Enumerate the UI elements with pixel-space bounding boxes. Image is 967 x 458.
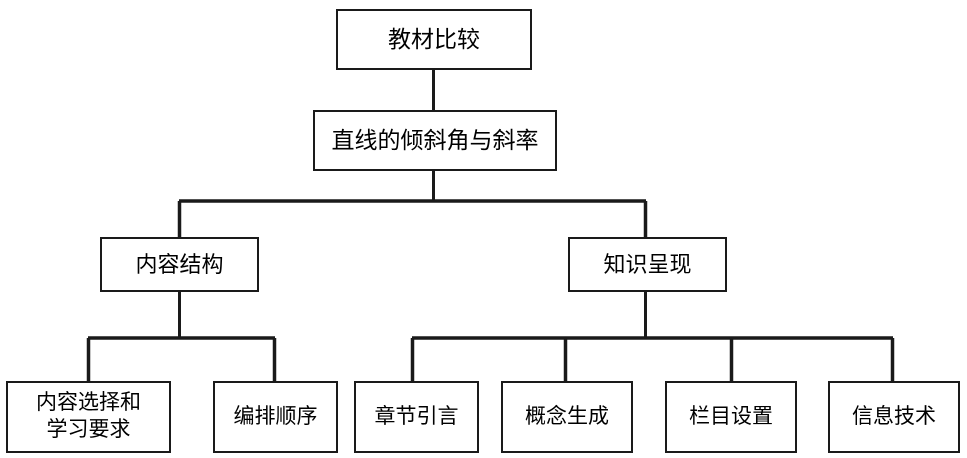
- node-topic[interactable]: 直线的倾斜角与斜率: [313, 110, 557, 171]
- node-concept-generation[interactable]: 概念生成: [501, 381, 633, 453]
- node-column-setting[interactable]: 栏目设置: [665, 381, 797, 453]
- node-content-selection-and-learning-requirements[interactable]: 内容选择和 学习要求: [6, 381, 171, 453]
- node-root[interactable]: 教材比较: [336, 9, 532, 70]
- node-chapter-introduction[interactable]: 章节引言: [354, 381, 479, 453]
- node-knowledge-presentation[interactable]: 知识呈现: [568, 237, 727, 292]
- node-arrangement-order[interactable]: 编排顺序: [213, 381, 338, 453]
- node-content-structure[interactable]: 内容结构: [100, 237, 259, 292]
- node-information-technology[interactable]: 信息技术: [828, 381, 960, 453]
